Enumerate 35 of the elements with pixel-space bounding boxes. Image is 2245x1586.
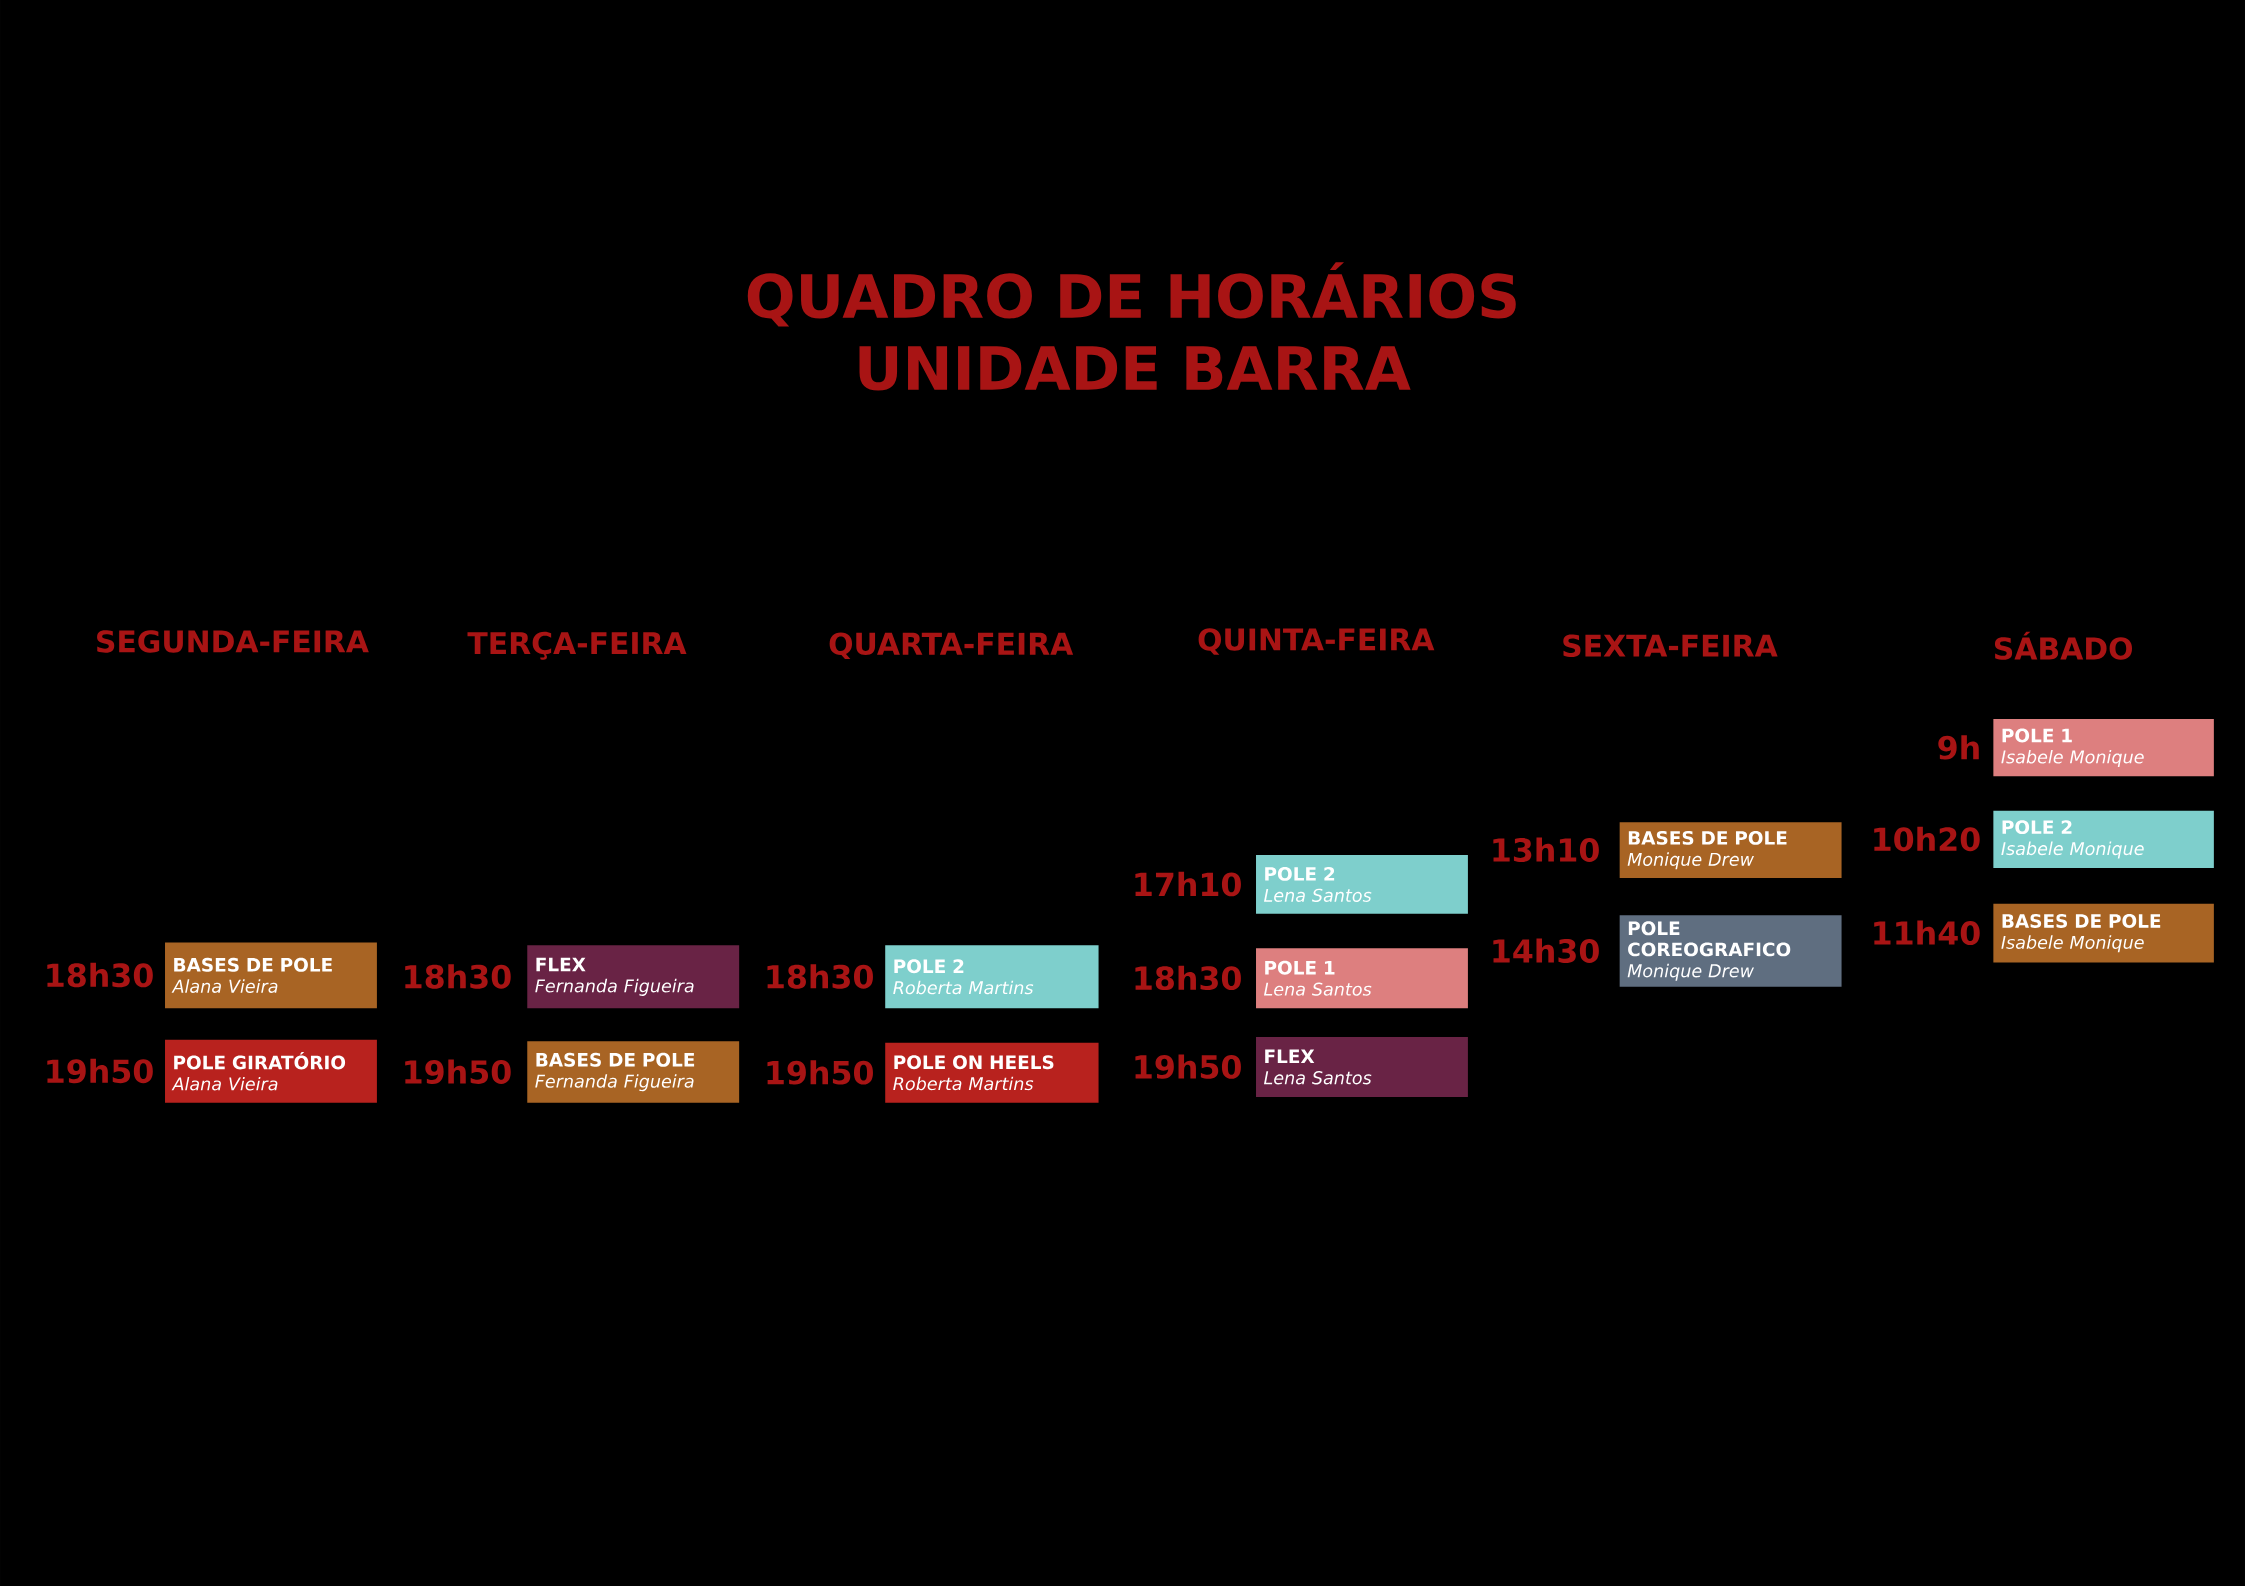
class-box: POLE 1 Lena Santos: [1256, 948, 1468, 1009]
class-box: POLE 2 Lena Santos: [1256, 854, 1468, 914]
time-label: 10h20: [1874, 826, 1980, 852]
class-box: BASES DE POLE Isabele Monique: [1993, 903, 2214, 963]
class-box: POLE 2 Roberta Martins: [885, 945, 1099, 1009]
time-label: 19h50: [47, 1058, 153, 1083]
class-box: BASES DE POLE Alana Vieira: [165, 942, 377, 1009]
time-label: 9h: [1938, 734, 1979, 760]
class-box: FLEX Lena Santos: [1256, 1036, 1468, 1097]
time-label: 18h30: [47, 962, 153, 988]
class-box: POLE 1 Isabele Monique: [1993, 718, 2214, 777]
day-heading: SEXTA-FEIRA: [1563, 634, 1778, 657]
class-box: POLE COREOGRAFICO Monique Drew: [1619, 915, 1842, 987]
class-box: POLE 2 Isabele Monique: [1993, 810, 2214, 868]
class-box: FLEX Fernanda Figueira: [527, 945, 740, 1009]
time-label: 18h30: [767, 964, 873, 989]
time-label: 18h30: [405, 964, 511, 989]
day-heading: QUINTA-FEIRA: [1198, 627, 1435, 655]
time-label: 17h10: [1135, 871, 1241, 897]
day-heading: SEGUNDA-FEIRA: [97, 629, 369, 653]
class-box: BASES DE POLE Monique Drew: [1619, 822, 1842, 878]
class-box: POLE GIRATÓRIO Alana Vieira: [165, 1039, 377, 1103]
time-label: 14h30: [1493, 938, 1599, 963]
time-label: 13h10: [1493, 837, 1599, 862]
title: QUADRO DE HORÁRIOS UNIDADE BARRA: [747, 262, 1516, 391]
day-heading: QUARTA-FEIRA: [829, 632, 1074, 659]
day-heading: SÁBADO: [1994, 631, 2132, 660]
class-box: POLE ON HEELS Roberta Martins: [885, 1042, 1099, 1103]
time-label: 19h50: [1135, 1054, 1241, 1079]
class-box: BASES DE POLE Fernanda Figueira: [527, 1041, 740, 1103]
time-label: 18h30: [1135, 965, 1241, 990]
time-label: 19h50: [767, 1059, 873, 1085]
time-label: 11h40: [1874, 920, 1980, 945]
day-heading: TERÇA-FEIRA: [467, 631, 687, 660]
time-label: 19h50: [405, 1059, 511, 1084]
